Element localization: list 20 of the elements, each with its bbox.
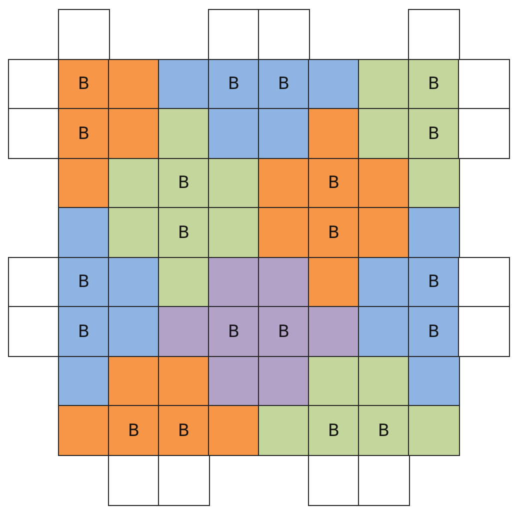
grid-square: B [108, 405, 160, 456]
grid-square: B [308, 405, 360, 456]
grid-square: B [258, 306, 310, 357]
grid-square: B [208, 306, 260, 357]
grid-square: B [158, 405, 210, 456]
grid-square: B [58, 256, 110, 308]
grid-square: B [58, 58, 110, 110]
grid-square: B [408, 306, 460, 357]
grid-square: B [58, 108, 110, 159]
grid-square: B [208, 58, 260, 110]
grid-square: B [308, 207, 360, 258]
grid-square: B [408, 58, 460, 110]
grid-square: B [358, 405, 410, 456]
grid-square: B [58, 306, 110, 357]
grid-square: B [408, 256, 460, 308]
grid-square: B [308, 158, 360, 208]
grid-square: B [158, 207, 210, 258]
grid-square: B [408, 108, 460, 159]
grid-square: B [258, 58, 310, 110]
grid-square: B [158, 158, 210, 208]
